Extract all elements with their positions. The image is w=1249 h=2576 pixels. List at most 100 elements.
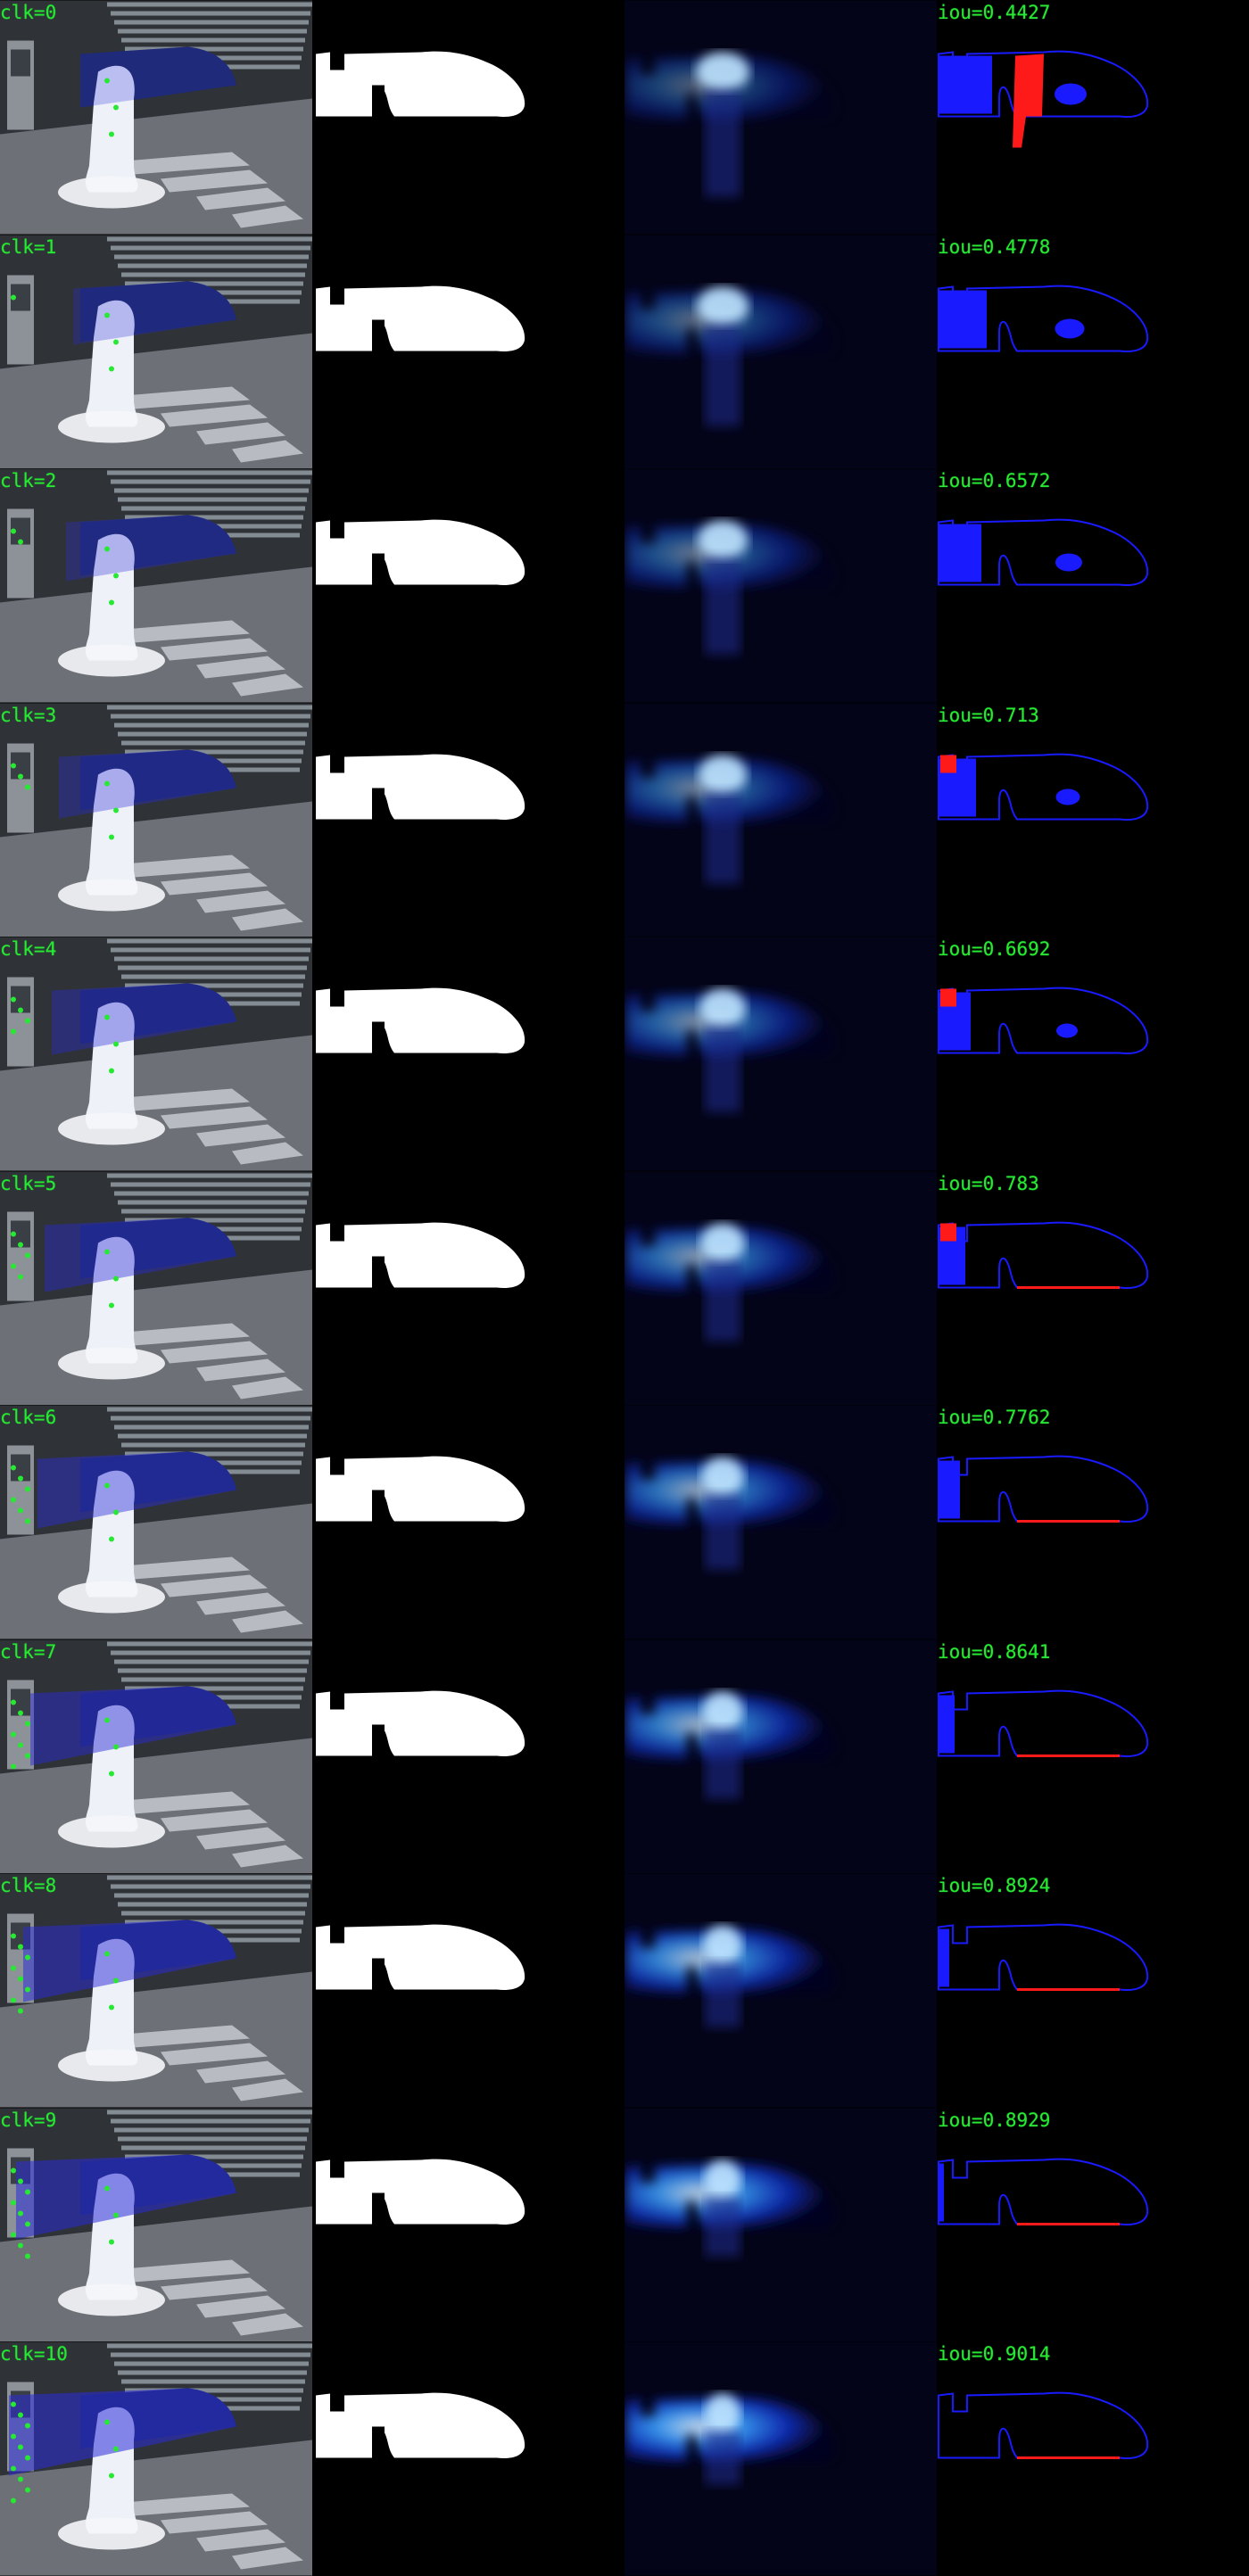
click-point bbox=[113, 1041, 119, 1047]
result-row: clk=4 iou=0.6692 bbox=[0, 937, 1249, 1171]
ground-truth-mask bbox=[312, 1405, 624, 1639]
photo-cell bbox=[0, 468, 312, 703]
click-point bbox=[18, 2210, 23, 2217]
click-count-label: clk=9 bbox=[0, 2109, 57, 2131]
iou-label: iou=0.6692 bbox=[938, 938, 1051, 961]
prediction-overlay bbox=[45, 1218, 236, 1292]
error-map bbox=[937, 1639, 1249, 1874]
iou-label: iou=0.8924 bbox=[938, 1875, 1051, 1897]
click-point bbox=[109, 131, 114, 137]
click-point bbox=[11, 1763, 16, 1770]
mask-cell bbox=[312, 0, 624, 235]
photo-cell bbox=[0, 2108, 312, 2342]
click-point bbox=[104, 1482, 110, 1489]
click-count-label: clk=4 bbox=[0, 938, 57, 961]
iou-label: iou=0.4427 bbox=[938, 2, 1051, 23]
click-point bbox=[18, 1742, 23, 1748]
heatmap-cell bbox=[624, 1873, 937, 2108]
probability-heatmap bbox=[624, 937, 937, 1171]
prediction-overlay bbox=[37, 1451, 236, 1529]
click-point bbox=[25, 1753, 30, 1759]
mask-cell bbox=[312, 2341, 624, 2576]
ground-truth-mask bbox=[312, 0, 624, 235]
station-photo bbox=[0, 468, 312, 703]
error-cell bbox=[937, 1171, 1249, 1406]
prediction-overlay bbox=[80, 46, 236, 108]
probability-heatmap bbox=[624, 1405, 937, 1639]
photo-cell bbox=[0, 235, 312, 469]
error-cell bbox=[937, 468, 1249, 703]
error-map bbox=[937, 0, 1249, 235]
prediction-overlay bbox=[59, 749, 236, 819]
click-point bbox=[113, 573, 119, 579]
photo-cell bbox=[0, 703, 312, 937]
click-point bbox=[18, 1507, 23, 1514]
click-point bbox=[18, 1007, 23, 1013]
click-point bbox=[104, 1951, 110, 1957]
error-cell bbox=[937, 703, 1249, 937]
probability-heatmap bbox=[624, 2108, 937, 2342]
click-point bbox=[104, 1249, 110, 1255]
click-point bbox=[104, 312, 110, 318]
result-row: clk=0 iou=0.4427 bbox=[0, 0, 1249, 235]
heatmap-cell bbox=[624, 2108, 937, 2342]
probability-heatmap bbox=[624, 703, 937, 937]
click-point bbox=[25, 1954, 30, 1961]
prediction-overlay bbox=[66, 515, 236, 582]
click-point bbox=[113, 104, 119, 111]
probability-heatmap bbox=[624, 1171, 937, 1406]
click-count-label: clk=2 bbox=[0, 470, 57, 492]
click-point bbox=[113, 1744, 119, 1750]
click-point bbox=[11, 2465, 16, 2472]
station-photo bbox=[0, 1405, 312, 1639]
result-row: clk=8 iou=0.8924 bbox=[0, 1873, 1249, 2108]
error-map bbox=[937, 468, 1249, 703]
station-photo bbox=[0, 2341, 312, 2576]
station-photo bbox=[0, 235, 312, 469]
click-point bbox=[18, 2242, 23, 2249]
click-point bbox=[109, 1302, 114, 1309]
click-point bbox=[104, 2419, 110, 2425]
photo-cell bbox=[0, 937, 312, 1171]
click-point bbox=[25, 2189, 30, 2195]
mask-cell bbox=[312, 703, 624, 937]
ground-truth-mask bbox=[312, 468, 624, 703]
heatmap-cell bbox=[624, 1171, 937, 1406]
click-point bbox=[18, 1710, 23, 1716]
click-point bbox=[18, 1944, 23, 1950]
click-count-label: clk=6 bbox=[0, 1407, 57, 1429]
prediction-overlay bbox=[30, 1686, 236, 1766]
iou-label: iou=0.713 bbox=[938, 704, 1039, 726]
error-map bbox=[937, 2108, 1249, 2342]
click-point bbox=[109, 599, 114, 606]
probability-heatmap bbox=[624, 468, 937, 703]
mask-cell bbox=[312, 937, 624, 1171]
iou-label: iou=0.8641 bbox=[938, 1640, 1051, 1663]
click-point bbox=[18, 1274, 23, 1280]
click-point bbox=[25, 2455, 30, 2461]
click-point bbox=[11, 1263, 16, 1269]
click-point bbox=[25, 784, 30, 790]
click-point bbox=[109, 2239, 114, 2245]
click-point bbox=[11, 2401, 16, 2407]
iou-label: iou=0.4778 bbox=[938, 235, 1051, 258]
probability-heatmap bbox=[624, 1639, 937, 1874]
click-point bbox=[25, 1486, 30, 1492]
click-point bbox=[18, 773, 23, 780]
click-point bbox=[25, 2487, 30, 2493]
click-point bbox=[109, 834, 114, 840]
probability-heatmap bbox=[624, 1873, 937, 2108]
click-point bbox=[11, 1997, 16, 2003]
error-map bbox=[937, 235, 1249, 469]
click-point bbox=[11, 2200, 16, 2206]
iou-label: iou=0.6572 bbox=[938, 470, 1051, 492]
click-count-label: clk=0 bbox=[0, 2, 57, 23]
error-map bbox=[937, 937, 1249, 1171]
heatmap-cell bbox=[624, 2341, 937, 2576]
click-point bbox=[18, 2444, 23, 2450]
click-point bbox=[109, 1536, 114, 1542]
click-count-label: clk=8 bbox=[0, 1875, 57, 1897]
click-point bbox=[113, 1509, 119, 1515]
